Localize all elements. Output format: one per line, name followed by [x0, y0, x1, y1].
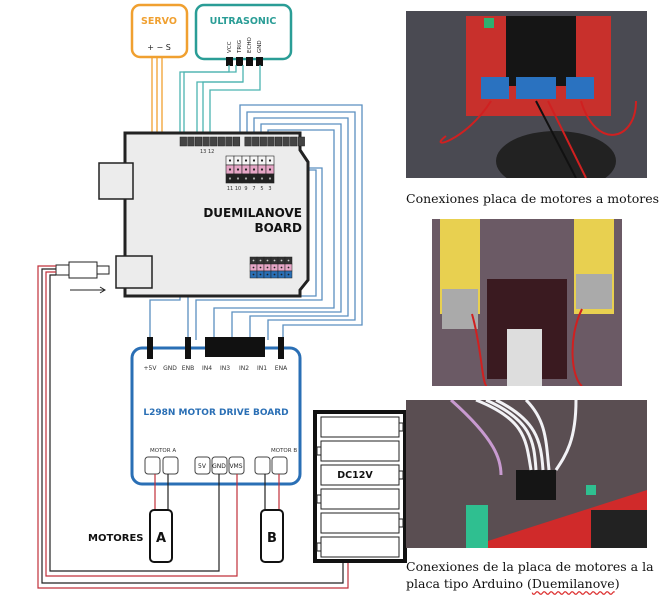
- header-pin: [232, 136, 241, 147]
- photo-motors-top: [432, 219, 622, 386]
- ultrasonic-pin-label: TRIG: [237, 40, 243, 54]
- caption-arduino-connections: Conexiones de la placa de motores a la p…: [406, 558, 654, 592]
- top-pin-header: [179, 136, 305, 147]
- driver-pin-label: IN4: [202, 365, 212, 372]
- motor-b: [260, 509, 284, 563]
- header-pin: [194, 136, 203, 147]
- ultrasonic-title: ULTRASONIC: [210, 16, 277, 27]
- ultrasonic-pin: [256, 57, 263, 66]
- 5v-label: 5V: [198, 463, 207, 470]
- motor-wires: [37, 265, 349, 589]
- ultrasonic-pin-label: ECHO: [247, 37, 253, 53]
- driver-pin-label: ENB: [182, 365, 194, 372]
- driver-pin-label: GND: [163, 365, 177, 372]
- motor-a-terminal-2: [162, 456, 179, 475]
- battery-label: DC12V: [337, 470, 373, 481]
- servo-pins-label: + − S: [147, 43, 171, 52]
- motores-label: MOTORES: [88, 533, 144, 544]
- power-plug: [55, 261, 110, 294]
- caption-line-2-prefix: placa tipo Arduino (: [406, 576, 532, 591]
- motor-a: [149, 509, 173, 563]
- pin-number-label: 10: [235, 186, 241, 192]
- pin-number-label: 7: [252, 186, 255, 192]
- ultrasonic-module: ULTRASONIC VCC TRIG ECHO GND: [194, 3, 293, 66]
- caption-motor-connections: Conexiones placa de motores a motores: [406, 191, 660, 206]
- gnd-label: GND: [212, 463, 226, 470]
- header-pin: [259, 136, 267, 147]
- header-pin: [244, 136, 252, 147]
- 5v-terminal: [194, 456, 211, 475]
- pin-number-label: 9: [244, 186, 247, 192]
- caption-line-1: Conexiones de la placa de motores a la: [406, 559, 654, 574]
- ultrasonic-pin: [246, 57, 253, 66]
- battery-pack: DC12V: [313, 410, 407, 563]
- header-pin: [267, 136, 275, 147]
- header-pin: [217, 136, 225, 147]
- battery-cell: [320, 416, 400, 438]
- battery-cell: [320, 536, 400, 558]
- vms-label: VMS: [229, 463, 242, 470]
- digital-pin-block: [225, 155, 275, 184]
- caption-line-2-board-name: Duemilanove: [531, 576, 615, 591]
- motor-b-terminal-label: MOTOR B: [271, 448, 297, 454]
- motor-b-label: B: [267, 531, 277, 546]
- motor-b-terminal-2: [271, 456, 288, 475]
- ultrasonic-pin: [236, 57, 243, 66]
- ultrasonic-pin: [226, 57, 233, 66]
- motor-a-terminal-1: [144, 456, 161, 475]
- motors: MOTORES A B: [88, 509, 284, 563]
- header-pin: [290, 136, 298, 147]
- driver-pin-label: ENA: [275, 365, 288, 372]
- ultrasonic-pin-label: GND: [257, 40, 263, 53]
- battery-cell: [320, 440, 400, 462]
- ultrasonic-pin-label: VCC: [227, 41, 233, 53]
- motor-driver-board: +5V GND ENB IN4 IN3 IN2 IN1 ENA L298N MOTOR DRI…: [130, 337, 302, 486]
- driver-pin-label: IN1: [257, 365, 267, 372]
- header-pin: [202, 136, 210, 147]
- driver-pin-label: +5V: [144, 365, 158, 372]
- motor-a-terminal-label: MOTOR A: [150, 448, 176, 454]
- motor-b-terminal-1: [254, 456, 271, 475]
- sensor-pin-block: [249, 256, 293, 279]
- usb-port: [98, 162, 134, 200]
- pin-label-13: 13: [200, 149, 206, 155]
- header-pin: [274, 136, 283, 147]
- pin-number-label: 5: [260, 186, 263, 192]
- header-pin: [282, 136, 290, 147]
- driver-pin-label: IN3: [220, 365, 230, 372]
- arduino-title-line2: BOARD: [254, 221, 302, 235]
- header-pin: [210, 136, 218, 147]
- driver-title: L298N MOTOR DRIVE BOARD: [143, 408, 288, 418]
- pin-label-12: 12: [208, 149, 214, 155]
- header-pin: [179, 136, 187, 147]
- caption-line-2-suffix: ): [614, 576, 620, 591]
- battery-cell: [320, 488, 400, 510]
- header-pin: [252, 136, 260, 147]
- motor-a-label: A: [156, 531, 166, 546]
- pin-number-label: 3: [268, 186, 271, 192]
- battery-cell: [320, 512, 400, 534]
- servo-module: SERVO + − S: [130, 3, 189, 59]
- driver-pin-label: IN2: [239, 365, 249, 372]
- header-pin: [297, 136, 305, 147]
- photo-arduino-connections: [406, 400, 647, 548]
- pin-number-label: 11: [227, 186, 233, 192]
- header-pin: [187, 136, 195, 147]
- power-jack: [115, 255, 153, 289]
- header-pin: [225, 136, 233, 147]
- servo-title: SERVO: [141, 16, 177, 27]
- arduino-title-line1: DUEMILANOVE: [203, 206, 302, 220]
- photo-motor-connections: [406, 11, 647, 178]
- arrow-right-icon: [99, 286, 106, 294]
